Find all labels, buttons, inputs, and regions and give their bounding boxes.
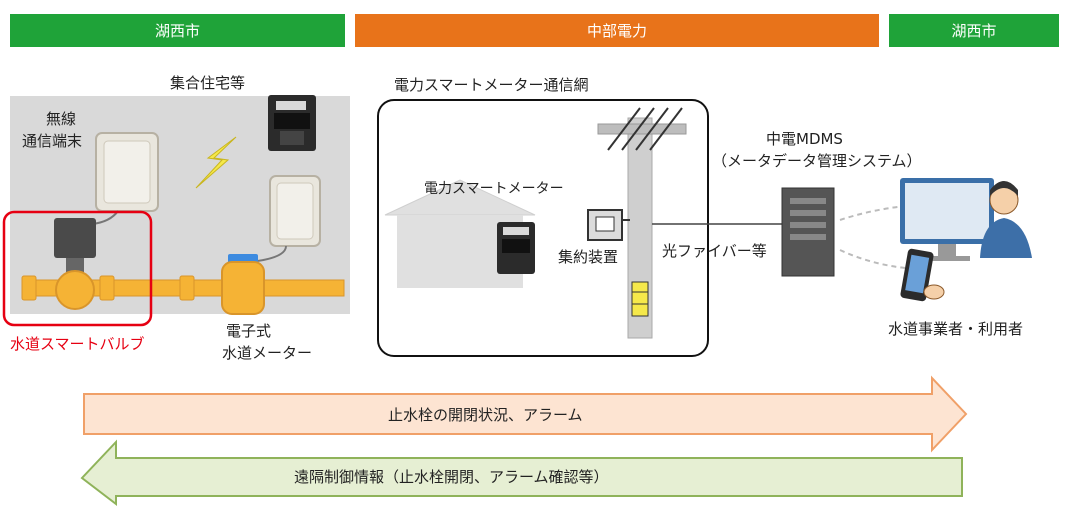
person-icon (980, 181, 1032, 258)
header-kosai-left: 湖西市 (10, 14, 345, 47)
network-box (377, 99, 709, 357)
mdms-label-line1: 中電MDMS (766, 130, 843, 148)
downstream-arrow-label: 遠隔制御情報（止水栓開閉、アラーム確認等） (294, 468, 609, 486)
header-kosai-right: 湖西市 (889, 14, 1059, 47)
wireless-terminal-label-line2: 通信端末 (22, 132, 83, 150)
header-kosai-left-label: 湖西市 (154, 22, 200, 40)
smart-valve-label: 水道スマートバルブ (10, 335, 145, 353)
wireless-terminal-icon (91, 132, 159, 225)
mdms-label-line2: （メータデータ管理システム） (712, 152, 922, 170)
header-chubu-label: 中部電力 (586, 22, 647, 40)
mdms-server-icon (781, 187, 835, 277)
network-title: 電力スマートメーター通信網 (394, 76, 589, 94)
lightning-icon-1 (195, 136, 237, 189)
fiber-label: 光ファイバー等 (662, 242, 767, 260)
apartment-power-meter-icon (268, 95, 316, 151)
downstream-arrow (80, 439, 963, 507)
smart-valve-highlight (2, 210, 153, 327)
water-meter-label-line1: 電子式 (226, 322, 272, 340)
concentrator-label: 集約装置 (558, 248, 619, 266)
monitor-icon (900, 178, 994, 261)
smartphone-icon (900, 248, 945, 302)
concentrator-icon (587, 209, 630, 241)
utility-pole-icon (597, 107, 687, 339)
wireless-link-2 (839, 249, 906, 269)
users-label: 水道事業者・利用者 (888, 320, 1024, 338)
apartment-label: 集合住宅等 (170, 74, 246, 92)
power-smart-meter-icon (497, 222, 535, 274)
upstream-arrow-label: 止水栓の開閉状況、アラーム (388, 406, 583, 424)
smart-valve-icon (54, 218, 96, 310)
wireless-terminal-icon-2 (249, 175, 321, 263)
power-meter-label: 電力スマートメーター (424, 181, 564, 197)
wireless-link-1 (839, 205, 906, 221)
upstream-arrow (83, 375, 968, 453)
header-chubu: 中部電力 (355, 14, 879, 47)
wireless-terminal-label-line1: 無線 (46, 110, 77, 128)
water-meter-label-line2: 水道メーター (222, 344, 313, 362)
header-kosai-right-label: 湖西市 (951, 22, 997, 40)
water-meter-icon (221, 254, 265, 315)
